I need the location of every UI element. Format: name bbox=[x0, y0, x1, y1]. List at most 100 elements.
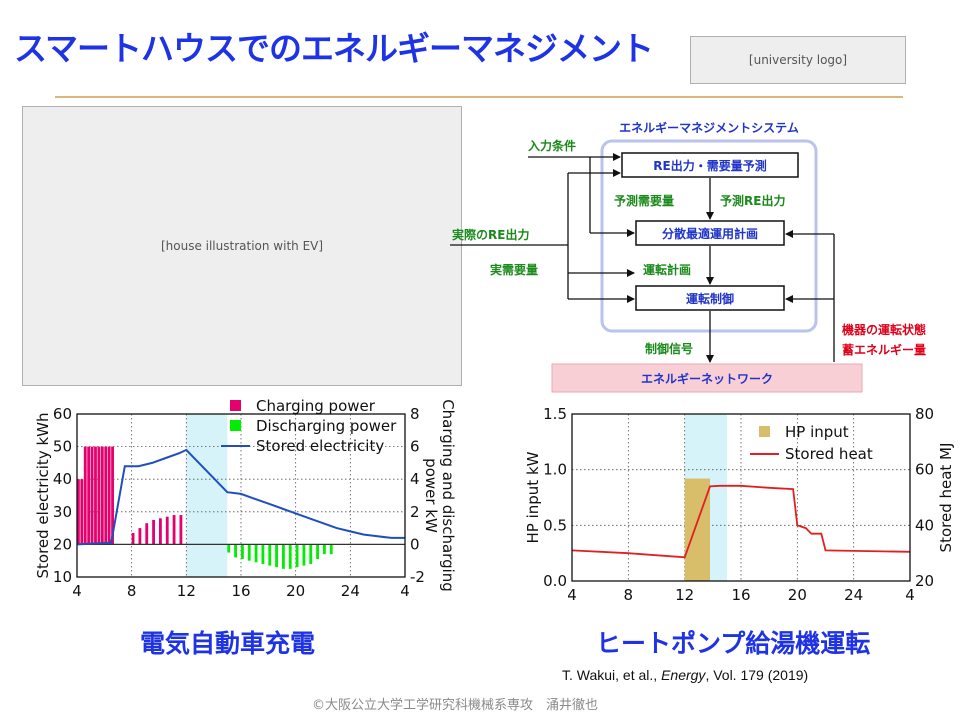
c1-ytick-right: 6 bbox=[410, 438, 420, 456]
c1-bar bbox=[131, 532, 135, 545]
c1-ytick-right: 4 bbox=[410, 470, 420, 488]
house-illustration: [house illustration with EV] bbox=[22, 106, 462, 386]
c1-ytick-left: 40 bbox=[53, 470, 72, 488]
c1-bar bbox=[234, 544, 237, 558]
c1-bar bbox=[83, 446, 87, 545]
ems-box-forecast-label: RE出力・需要量予測 bbox=[653, 158, 766, 173]
label-control-signal: 制御信号 bbox=[645, 341, 693, 356]
c1-bar bbox=[302, 544, 306, 566]
caption-ev-charging: 電気自動車充電 bbox=[140, 629, 316, 658]
c2-legend-swatch bbox=[759, 426, 770, 437]
c1-left-axis-label: Stored electricity kWh bbox=[34, 413, 52, 579]
university-logo: [university logo] bbox=[690, 36, 906, 84]
c1-ytick-left: 60 bbox=[53, 405, 72, 423]
c1-stored-electricity-line bbox=[76, 448, 405, 546]
c2-ytick-right: 20 bbox=[915, 572, 934, 590]
ems-diagram: エネルギーマネジメントシステム RE出力・需要量予測 分散最適運用計画 運転制御… bbox=[450, 120, 926, 393]
c1-bar bbox=[179, 515, 183, 545]
c1-ytick-right: 0 bbox=[410, 535, 420, 553]
c1-bar bbox=[152, 519, 155, 545]
c1-plot-frame bbox=[76, 413, 406, 578]
c2-left-axis-label: HP input kW bbox=[524, 451, 542, 543]
c1-bar bbox=[159, 518, 162, 545]
c2-ytick-right: 40 bbox=[915, 516, 934, 534]
c2-ytick-right: 60 bbox=[915, 461, 934, 479]
c2-bars bbox=[684, 478, 711, 581]
ems-system-title: エネルギーマネジメントシステム bbox=[619, 120, 799, 135]
c1-xtick: 24 bbox=[341, 582, 360, 600]
c2-stored-heat-line bbox=[571, 484, 911, 559]
c2-grid bbox=[572, 414, 910, 581]
c1-bar bbox=[323, 544, 326, 555]
c1-bars bbox=[77, 446, 333, 569]
ems-box-control bbox=[635, 285, 785, 311]
c1-legend-label: Charging power bbox=[256, 397, 376, 415]
c1-bar bbox=[288, 544, 292, 569]
c1-bar bbox=[100, 446, 104, 545]
c2-bar bbox=[684, 478, 711, 581]
c2-plot-frame bbox=[571, 413, 911, 582]
c1-right-axis-label-line2: power kW bbox=[422, 458, 440, 533]
c2-ytick-right: 80 bbox=[915, 405, 934, 423]
c1-bar bbox=[138, 528, 142, 545]
c1-legend-label: Stored electricity bbox=[256, 437, 384, 455]
c1-bar bbox=[107, 446, 111, 545]
c1-bar bbox=[227, 544, 231, 553]
c1-bar bbox=[94, 446, 97, 545]
c2-ytick-left: 0.0 bbox=[543, 572, 567, 590]
c1-bar bbox=[165, 516, 169, 545]
energy-network-bar bbox=[551, 363, 863, 393]
label-actual-demand: 実需要量 bbox=[490, 262, 538, 277]
c2-ytick-left: 0.5 bbox=[543, 516, 567, 534]
ems-box-control-label: 運転制御 bbox=[686, 291, 734, 306]
c2-xtick: 16 bbox=[731, 586, 750, 604]
c2-xtick: 24 bbox=[844, 586, 863, 604]
c1-legend-swatch bbox=[230, 420, 241, 431]
citation-authors: T. Wakui, et al., bbox=[562, 667, 662, 683]
c1-bar bbox=[145, 523, 149, 545]
label-input-conditions: 入力条件 bbox=[528, 138, 576, 153]
c1-bar bbox=[261, 544, 265, 564]
citation-volume: , Vol. 179 (2019) bbox=[705, 667, 809, 683]
label-predicted-demand: 予測需要量 bbox=[614, 193, 674, 208]
c1-ytick-right: 2 bbox=[410, 503, 420, 521]
c2-ytick-left: 1.0 bbox=[543, 461, 567, 479]
c1-legend-swatch bbox=[230, 400, 241, 411]
c1-bar bbox=[254, 544, 258, 563]
slide-title: スマートハウスでのエネルギーマネジメント bbox=[14, 29, 654, 68]
title-divider bbox=[55, 96, 903, 98]
c1-ytick-right: 8 bbox=[410, 405, 420, 423]
c2-xtick: 4 bbox=[905, 586, 915, 604]
c1-bar bbox=[90, 446, 94, 545]
copyright: ©大阪公立大学工学研究科機械系専攻 涌井徹也 bbox=[312, 698, 599, 713]
c1-bar bbox=[97, 446, 101, 545]
label-equipment-status: 機器の運転状態 bbox=[842, 322, 926, 337]
c1-bar bbox=[104, 446, 108, 545]
c1-bar bbox=[295, 544, 299, 568]
c1-bar bbox=[268, 544, 272, 566]
c1-bar bbox=[309, 544, 313, 564]
c1-xtick: 20 bbox=[286, 582, 305, 600]
c1-xtick: 4 bbox=[400, 582, 410, 600]
c1-xtick: 8 bbox=[127, 582, 137, 600]
c1-bar bbox=[172, 515, 176, 545]
c2-legend-label: HP input bbox=[785, 423, 849, 441]
energy-network-label: エネルギーネットワーク bbox=[641, 371, 773, 386]
c1-ytick-left: 30 bbox=[53, 503, 72, 521]
c2-ytick-left: 1.5 bbox=[543, 405, 567, 423]
c1-bar bbox=[80, 479, 84, 545]
c1-xtick: 12 bbox=[177, 582, 196, 600]
c1-bar bbox=[316, 544, 319, 560]
ems-box-plan-label: 分散最適運用計画 bbox=[662, 226, 758, 241]
citation-journal: Energy bbox=[661, 667, 706, 683]
c2-right-axis-label: Stored heat MJ bbox=[937, 443, 955, 553]
label-operation-plan: 運転計画 bbox=[643, 262, 691, 277]
c1-ytick-left: 10 bbox=[53, 568, 72, 586]
c1-bar bbox=[275, 544, 278, 568]
